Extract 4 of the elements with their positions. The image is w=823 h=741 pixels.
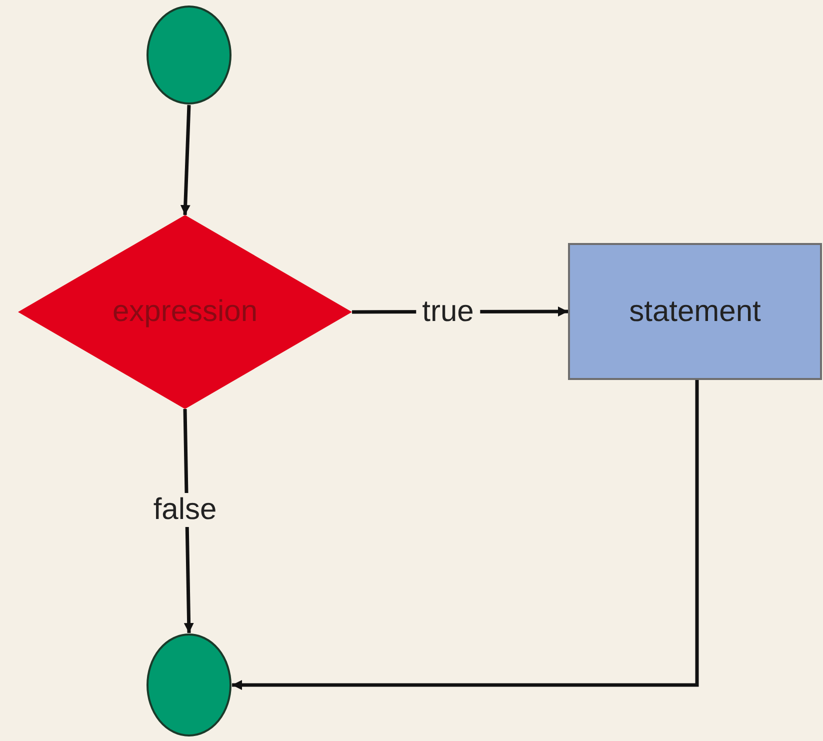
arrow <box>180 104 191 216</box>
decision-label: expression <box>112 295 258 329</box>
process-label: statement <box>629 294 761 328</box>
arrow <box>232 380 699 690</box>
